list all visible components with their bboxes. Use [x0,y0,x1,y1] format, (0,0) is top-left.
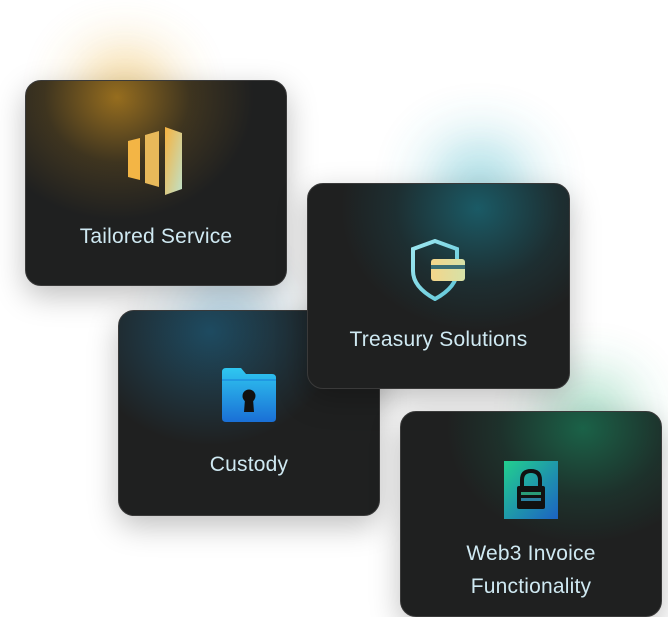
custody-title: Custody [209,453,289,476]
web3-invoice-title-line1: Web3 Invoice [466,542,596,565]
locked-folder-icon [219,366,279,424]
tailored-service-title: Tailored Service [79,225,233,248]
bars-icon [126,125,186,197]
padlock-icon [504,461,558,519]
treasury-solutions-card[interactable]: Treasury Solutions [307,183,570,389]
web3-invoice-title-line2: Functionality [470,575,592,598]
web3-invoice-card[interactable]: Web3 Invoice Functionality [400,411,662,617]
shield-card-icon [410,238,467,302]
tailored-service-card[interactable]: Tailored Service [25,80,287,286]
custody-card[interactable]: Custody [118,310,380,516]
treasury-solutions-title: Treasury Solutions [349,328,528,351]
